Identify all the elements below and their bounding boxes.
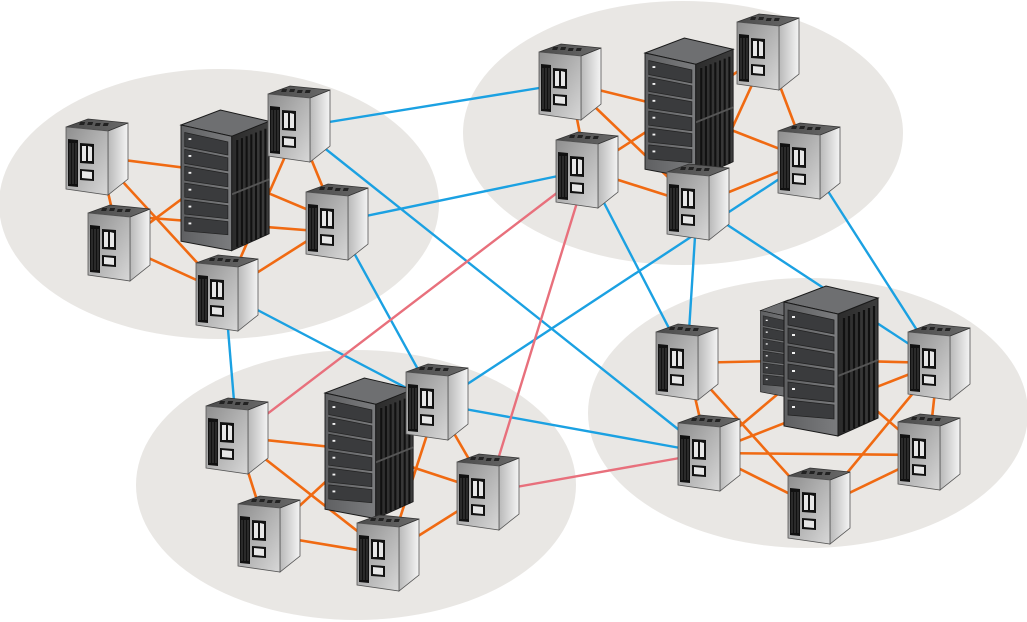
inter-cluster-links bbox=[223, 81, 940, 455]
workstation-cube-icon[interactable] bbox=[205, 397, 269, 475]
workstation-cube-icon[interactable] bbox=[736, 13, 800, 91]
server-rack-icon[interactable] bbox=[643, 36, 735, 180]
workstation-cube-icon[interactable] bbox=[456, 453, 520, 531]
workstation-cube-icon[interactable] bbox=[677, 414, 741, 492]
workstation-cube-icon[interactable] bbox=[87, 204, 151, 282]
server-rack-icon[interactable] bbox=[323, 376, 415, 520]
workstation-cube-icon[interactable] bbox=[666, 163, 730, 241]
workstation-cube-icon[interactable] bbox=[356, 514, 420, 592]
workstation-cube-icon[interactable] bbox=[267, 85, 331, 163]
workstation-cube-icon[interactable] bbox=[405, 363, 469, 441]
server-rack-icon[interactable] bbox=[782, 284, 880, 438]
workstation-cube-icon[interactable] bbox=[237, 495, 301, 573]
workstation-cube-icon[interactable] bbox=[195, 254, 259, 332]
workstation-cube-icon[interactable] bbox=[655, 323, 719, 401]
workstation-cube-icon[interactable] bbox=[777, 122, 841, 200]
workstation-cube-icon[interactable] bbox=[907, 323, 971, 401]
redundant-links bbox=[235, 168, 710, 494]
workstation-cube-icon[interactable] bbox=[787, 467, 851, 545]
workstation-cube-icon[interactable] bbox=[897, 413, 961, 491]
workstation-cube-icon[interactable] bbox=[555, 131, 619, 209]
workstation-cube-icon[interactable] bbox=[538, 43, 602, 121]
workstation-cube-icon[interactable] bbox=[65, 118, 129, 196]
server-rack-icon[interactable] bbox=[179, 108, 271, 252]
workstation-cube-icon[interactable] bbox=[305, 183, 369, 261]
